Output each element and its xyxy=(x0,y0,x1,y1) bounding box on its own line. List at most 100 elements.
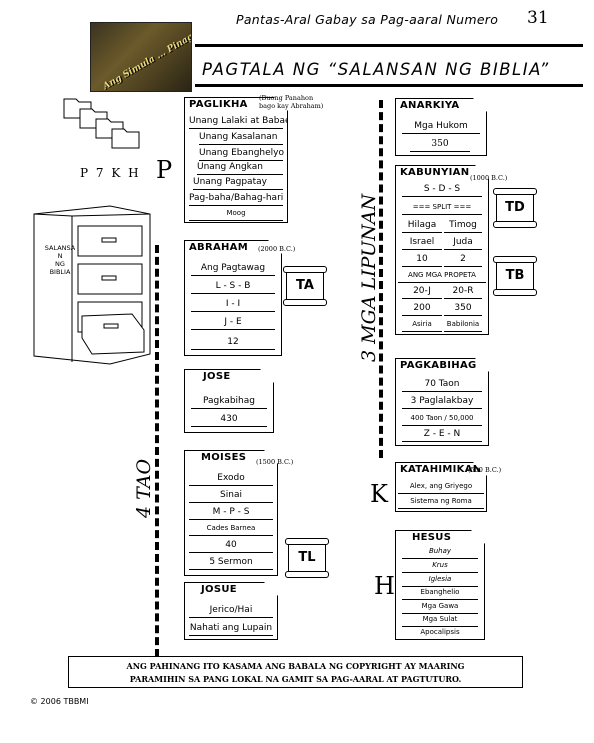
side-label-4-tao: 4 TAO xyxy=(133,458,155,518)
list-item: Asiria xyxy=(402,317,442,332)
anarkiya-box: ANARKIYA Mga Hukom 350 xyxy=(395,98,487,156)
letter-h: H xyxy=(374,572,395,600)
list-item: Hilaga xyxy=(402,218,442,233)
list-item: Ebanghelio xyxy=(402,585,478,600)
top-rule xyxy=(195,44,583,47)
list-item: M - P - S xyxy=(189,505,273,520)
copyright: © 2006 TBBMI xyxy=(30,697,89,706)
list-item: Unang Angkan xyxy=(197,160,283,175)
list-item: ANG MGA PROPETA xyxy=(398,268,486,283)
scroll-label: TL xyxy=(298,550,316,565)
list-item: Moog xyxy=(189,206,283,221)
jose-title: JOSE xyxy=(203,371,231,382)
list-item: Sinai xyxy=(189,488,273,503)
page-number: 31 xyxy=(527,8,549,28)
list-item: 350 xyxy=(410,137,470,152)
katahimikan-title: KATAHIMIKAN xyxy=(400,464,482,475)
list-item: 2 xyxy=(444,252,482,267)
list-item: 40 xyxy=(189,538,273,553)
paglikha-title: PAGLIKHA xyxy=(189,99,248,110)
list-item: 200 xyxy=(402,301,442,316)
logo: Ang Simula ... Pinagmulan xyxy=(90,22,192,92)
list-item: Timog xyxy=(444,218,482,233)
josue-title: JOSUE xyxy=(201,584,237,595)
logo-text: Ang Simula ... Pinagmulan xyxy=(101,22,192,92)
moises-note: (1500 B.C.) xyxy=(256,458,294,466)
list-item: 350 xyxy=(444,301,482,316)
list-item: Unang Lalaki at Babae xyxy=(189,114,283,129)
list-item: Apocalipsis xyxy=(402,625,478,640)
notice-line-2: PARAMIHIN SA PANG LOKAL NA GAMIT SA PAG-… xyxy=(129,674,462,684)
cabinet-label: SALANSA N NG BIBLIA xyxy=(44,244,76,276)
hesus-title: HESUS xyxy=(412,532,452,543)
list-item: S - D - S xyxy=(402,182,482,197)
left-divider xyxy=(155,245,159,657)
list-item: Juda xyxy=(444,235,482,250)
abraham-title: ABRAHAM xyxy=(189,242,248,253)
middle-divider xyxy=(379,100,383,458)
list-item: Krus xyxy=(402,558,478,573)
list-item: Buhay xyxy=(402,544,478,559)
pagkabihag-title: PAGKABIHAG xyxy=(400,360,477,371)
copyright-notice: ANG PAHINANG ITO KASAMA ANG BABALA NG CO… xyxy=(68,656,523,688)
list-item: J - E xyxy=(191,315,275,330)
list-item: 10 xyxy=(402,252,442,267)
list-item: Unang Kasalanan xyxy=(199,130,283,145)
list-item: === SPLIT === xyxy=(402,200,482,215)
katahimikan-note: (500 B.C.) xyxy=(468,466,502,474)
list-item: Mga Gawa xyxy=(402,599,478,614)
list-item: 400 Taon / 50,000 xyxy=(402,411,482,426)
scroll-tb-icon: TB xyxy=(493,256,537,296)
list-item: 20-J xyxy=(402,284,442,299)
list-item: 12 xyxy=(191,335,275,350)
moises-box: MOISES Exodo Sinai M - P - S Cades Barne… xyxy=(184,450,278,576)
list-item: 5 Sermon xyxy=(189,555,273,570)
doc-title: PAGTALA NG “SALANSAN NG BIBLIA” xyxy=(202,60,550,79)
list-item: Jerico/Hai xyxy=(189,603,273,618)
scroll-label: TB xyxy=(505,268,525,283)
list-item: 3 Paglalakbay xyxy=(402,394,482,409)
notice-line-1: ANG PAHINANG ITO KASAMA ANG BABALA NG CO… xyxy=(126,661,465,671)
scroll-label: TD xyxy=(505,200,525,215)
katahimikan-box: KATAHIMIKAN Alex, ang Griyego Sistema ng… xyxy=(395,462,487,512)
kabunyian-box: KABUNYIAN S - D - S === SPLIT === Hilaga… xyxy=(395,165,489,335)
scroll-ta-icon: TA xyxy=(283,266,327,306)
letter-p: P xyxy=(156,156,173,184)
paglikha-note: (Buong Panahon bago kay Abraham) xyxy=(259,94,324,110)
moises-title: MOISES xyxy=(201,452,247,463)
list-item: 20-R xyxy=(444,284,482,299)
pkh-label: P 7 K H xyxy=(80,166,141,180)
letter-k: K xyxy=(370,480,388,508)
list-item: Alex, ang Griyego xyxy=(398,479,484,494)
list-item: Pagkabihag xyxy=(191,394,267,409)
anarkiya-title: ANARKIYA xyxy=(400,100,460,111)
list-item: I - I xyxy=(191,297,275,312)
file-cabinet-icon xyxy=(33,205,151,365)
scroll-tl-icon: TL xyxy=(285,538,329,578)
scroll-td-icon: TD xyxy=(493,188,537,228)
list-item: Exodo xyxy=(189,471,273,486)
list-item: Unang Ebanghelyo xyxy=(199,146,283,161)
paglikha-box: PAGLIKHA Unang Lalaki at Babae Unang Kas… xyxy=(184,97,288,223)
side-label-3-mga-lipunan: 3 MGA LIPUNAN xyxy=(358,193,380,362)
kabunyian-title: KABUNYIAN xyxy=(400,167,470,178)
list-item: Mga Sulat xyxy=(402,612,478,627)
list-item: Pag-baha/Bahag-hari xyxy=(189,191,283,206)
kabunyian-note: (1000 B.C.) xyxy=(470,174,508,182)
abraham-box: ABRAHAM Ang Pagtawag L - S - B I - I J -… xyxy=(184,240,282,356)
pagkabihag-box: PAGKABIHAG 70 Taon 3 Paglalakbay 400 Tao… xyxy=(395,358,489,446)
list-item: Iglesia xyxy=(402,572,478,587)
josue-box: JOSUE Jerico/Hai Nahati ang Lupain xyxy=(184,582,278,640)
list-item: 70 Taon xyxy=(402,377,482,392)
list-item: L - S - B xyxy=(191,279,275,294)
list-item: Ang Pagtawag xyxy=(191,261,275,276)
list-item: Israel xyxy=(402,235,442,250)
scroll-label: TA xyxy=(296,278,314,293)
hesus-box: HESUS Buhay Krus Iglesia Ebanghelio Mga … xyxy=(395,530,485,640)
list-item: Z - E - N xyxy=(402,427,482,442)
list-item: Nahati ang Lupain xyxy=(189,621,273,636)
list-item: Babilonia xyxy=(444,317,482,332)
jose-box: JOSE Pagkabihag 430 xyxy=(184,369,274,433)
list-item: Cades Barnea xyxy=(189,521,273,536)
abraham-note: (2000 B.C.) xyxy=(258,245,296,253)
